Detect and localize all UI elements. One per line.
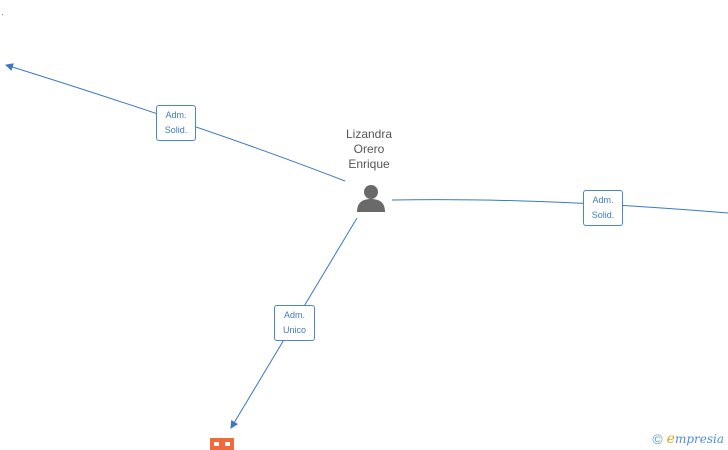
copyright-symbol: © <box>652 431 663 447</box>
brand-rest: mpresia <box>674 432 724 446</box>
person-name-line-3: Enrique <box>348 157 390 171</box>
edge-label-right-line-1: Adm. <box>592 195 614 205</box>
edge-line-right <box>391 199 728 214</box>
edge-label-right[interactable]: Adm. Solid. <box>583 190 623 226</box>
person-name-line-1: Lizandra <box>345 127 393 141</box>
edge-label-top-left[interactable]: Adm. Solid. <box>156 105 196 141</box>
person-name[interactable]: Lizandra Orero Enrique <box>330 127 408 172</box>
edge-label-top-left-line-1: Adm. <box>165 110 187 120</box>
corner-mark <box>2 14 3 15</box>
person-name-line-2: Orero <box>353 142 385 156</box>
watermark: © empresia <box>652 431 724 447</box>
brand-logo: empresia <box>667 431 724 447</box>
edge-label-top-left-line-2: Solid. <box>164 125 188 135</box>
edge-label-bottom[interactable]: Adm. Unico <box>274 305 315 341</box>
edge-line-top-left <box>5 63 346 182</box>
edge-label-bottom-line-2: Unico <box>282 325 306 335</box>
edge-label-bottom-line-1: Adm. <box>283 310 305 320</box>
building-icon[interactable] <box>210 438 234 450</box>
brand-initial: e <box>666 431 675 447</box>
person-icon[interactable] <box>357 185 385 212</box>
edge-label-right-line-2: Solid. <box>591 210 615 220</box>
